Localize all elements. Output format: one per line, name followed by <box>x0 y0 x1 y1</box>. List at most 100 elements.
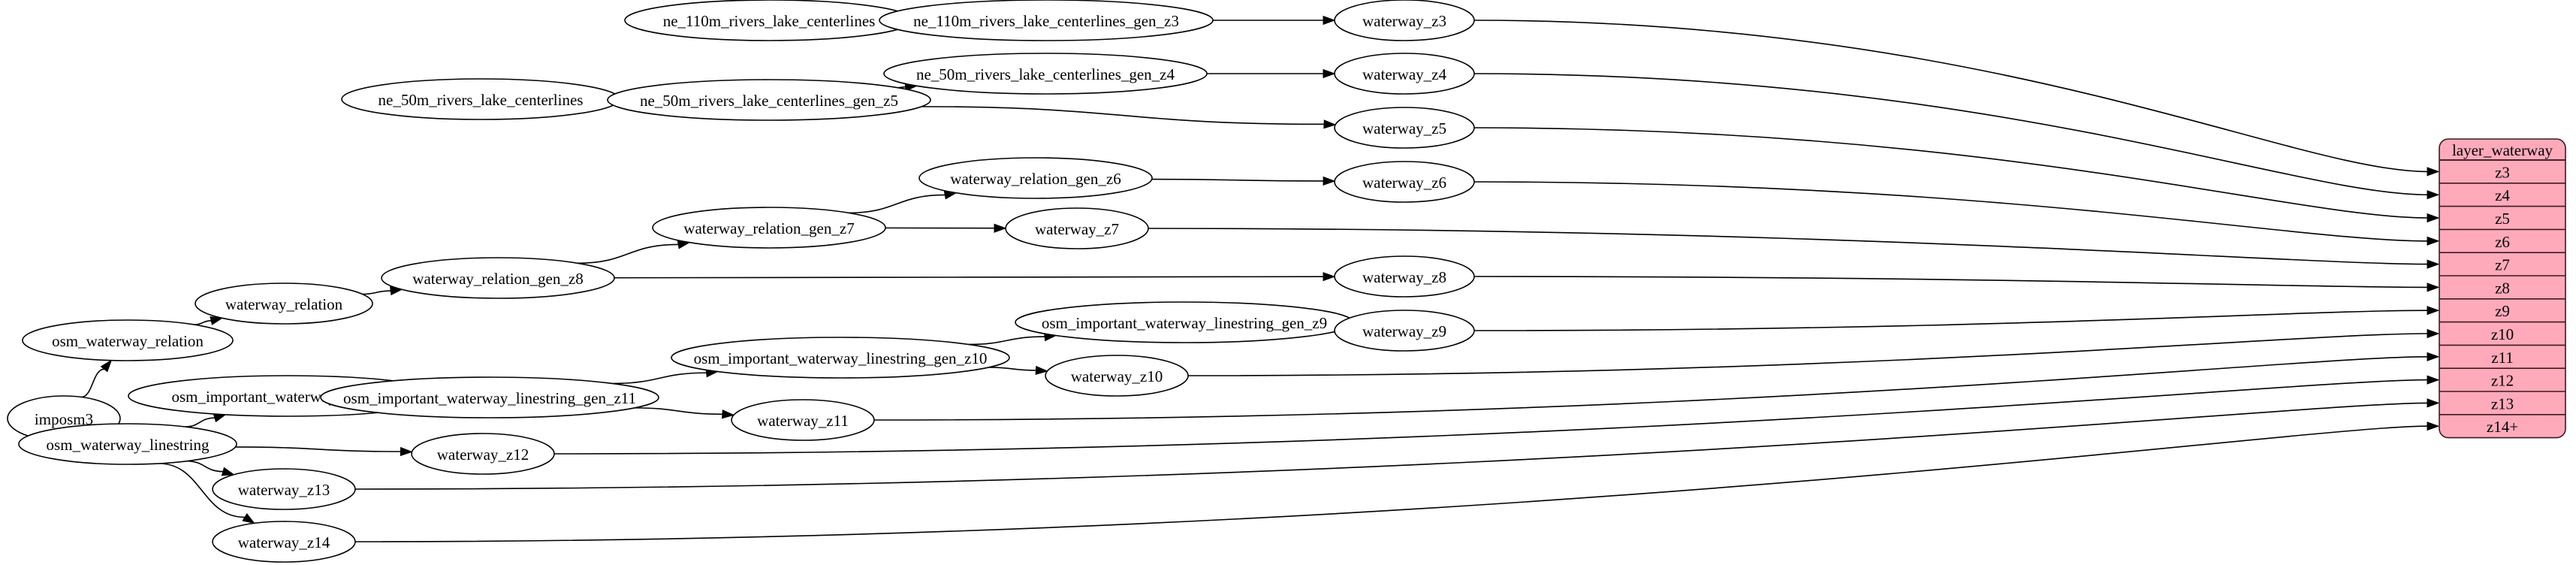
edge-osm_waterway_linestring-to-osm_important_waterway_linestring <box>185 413 227 428</box>
node-shape-waterway_relation_gen_z7[interactable] <box>652 207 886 249</box>
node-waterway_relation_gen_z7[interactable]: waterway_relation_gen_z7 <box>652 207 886 249</box>
edge-ne_50m_rivers_lake_centerlines_gen_z4-to-waterway_z4 <box>1207 68 1336 79</box>
node-label-waterway_relation_gen_z8: waterway_relation_gen_z8 <box>412 270 583 288</box>
layer-waterway-table[interactable]: layer_waterway z3 z4 z5 z6 z7 z8 z9 z10 z11 z12 z13… <box>2439 138 2566 439</box>
edge-waterway_z6-to-layer_waterway-z6 <box>1474 181 2440 246</box>
node-label-waterway_z13: waterway_z13 <box>238 481 330 499</box>
node-label-waterway_z10: waterway_z10 <box>1071 367 1163 385</box>
node-waterway_z13[interactable]: waterway_z13 <box>212 468 356 510</box>
table-row-z13[interactable]: z13 <box>2491 394 2514 412</box>
node-osm_waterway_linestring[interactable]: osm_waterway_linestring <box>18 423 237 465</box>
node-shape-waterway_z6[interactable] <box>1334 161 1475 203</box>
node-shape-waterway_z12[interactable] <box>411 433 555 475</box>
table-row-z4[interactable]: z4 <box>2495 186 2510 204</box>
edge-osm_important_waterway_linestring_gen_z10-to-waterway_z10 <box>988 365 1048 376</box>
node-shape-ne_50m_rivers_lake_centerlines_gen_z5[interactable] <box>607 79 931 121</box>
edge-waterway_z11-to-layer_waterway-z11 <box>873 352 2440 421</box>
table-row-z10[interactable]: z10 <box>2491 325 2514 343</box>
node-osm_important_waterway_linestring_gen_z10[interactable]: osm_important_waterway_linestring_gen_z1… <box>671 337 1010 379</box>
node-shape-waterway_z4[interactable] <box>1334 53 1475 95</box>
node-shape-osm_waterway_relation[interactable] <box>22 319 234 361</box>
table-header-label: layer_waterway <box>2452 141 2553 159</box>
edge-waterway_relation_gen_z7-to-waterway_z7 <box>885 223 1007 233</box>
table-row-z11[interactable]: z11 <box>2491 349 2514 367</box>
node-shape-osm_important_waterway_linestring_gen_z10[interactable] <box>671 337 1010 379</box>
edge-waterway_relation_gen_z8-to-waterway_relation_gen_z7 <box>578 240 691 264</box>
node-label-waterway_z9: waterway_z9 <box>1362 322 1446 340</box>
edge-waterway_z8-to-layer_waterway-z8 <box>1474 276 2440 292</box>
edge-osm_waterway_linestring-to-waterway_z13 <box>186 460 235 476</box>
table-row-z3[interactable]: z3 <box>2495 163 2510 181</box>
edge-osm_important_waterway_linestring_gen_z10-to-osm_important_waterway_linestring_gen_z9 <box>968 332 1057 346</box>
node-waterway_z9[interactable]: waterway_z9 <box>1334 310 1475 352</box>
edge-osm_important_waterway_linestring_gen_z11-to-osm_important_waterway_linestring_gen_z10 <box>612 368 719 385</box>
node-shape-ne_110m_rivers_lake_centerlines_gen_z3[interactable] <box>879 0 1214 41</box>
node-osm_important_waterway_linestring_gen_z11[interactable]: osm_important_waterway_linestring_gen_z1… <box>320 376 659 418</box>
node-ne_50m_rivers_lake_centerlines_gen_z4[interactable]: ne_50m_rivers_lake_centerlines_gen_z4 <box>883 53 1208 95</box>
node-label-waterway_z5: waterway_z5 <box>1362 119 1446 137</box>
node-shape-waterway_relation[interactable] <box>195 282 373 325</box>
node-waterway_z14[interactable]: waterway_z14 <box>212 521 356 563</box>
node-shape-waterway_z8[interactable] <box>1334 255 1475 298</box>
node-waterway_z10[interactable]: waterway_z10 <box>1045 355 1189 397</box>
edge-waterway_relation_gen_z7-to-waterway_relation_gen_z6 <box>848 190 958 214</box>
node-shape-ne_50m_rivers_lake_centerlines_gen_z4[interactable] <box>883 53 1208 95</box>
node-ne_110m_rivers_lake_centerlines_gen_z3[interactable]: ne_110m_rivers_lake_centerlines_gen_z3 <box>879 0 1214 41</box>
node-osm_waterway_relation[interactable]: osm_waterway_relation <box>22 319 234 361</box>
node-shape-waterway_z5[interactable] <box>1334 107 1475 149</box>
node-shape-waterway_relation_gen_z8[interactable] <box>381 257 615 299</box>
edge-osm_waterway_relation-to-waterway_relation <box>194 316 224 325</box>
node-waterway_relation[interactable]: waterway_relation <box>195 282 373 325</box>
edge-waterway_z7-to-layer_waterway-z7 <box>1148 228 2440 269</box>
node-shape-waterway_z3[interactable] <box>1334 0 1475 41</box>
table-row-z7[interactable]: z7 <box>2495 256 2510 274</box>
node-waterway_z7[interactable]: waterway_z7 <box>1005 207 1149 249</box>
node-shape-waterway_z11[interactable] <box>731 399 875 441</box>
node-waterway_z3[interactable]: waterway_z3 <box>1334 0 1475 41</box>
table-row-z14plus[interactable]: z14+ <box>2487 418 2518 436</box>
edge-waterway_z3-to-layer_waterway-z3 <box>1474 20 2440 177</box>
node-shape-osm_important_waterway_linestring_gen_z11[interactable] <box>320 376 659 418</box>
node-shape-waterway_z10[interactable] <box>1045 355 1189 397</box>
node-label-waterway_relation_gen_z7: waterway_relation_gen_z7 <box>683 219 854 237</box>
node-ne_50m_rivers_lake_centerlines_gen_z5[interactable]: ne_50m_rivers_lake_centerlines_gen_z5 <box>607 79 931 121</box>
node-ne_110m_rivers_lake_centerlines[interactable]: ne_110m_rivers_lake_centerlines <box>624 0 914 41</box>
table-row-z5[interactable]: z5 <box>2495 210 2510 228</box>
node-shape-waterway_z13[interactable] <box>212 468 356 510</box>
node-waterway_z11[interactable]: waterway_z11 <box>731 399 875 441</box>
node-shape-waterway_z14[interactable] <box>212 521 356 563</box>
edge-waterway_z5-to-layer_waterway-z5 <box>1474 127 2440 223</box>
node-waterway_z8[interactable]: waterway_z8 <box>1334 255 1475 298</box>
node-label-ne_50m_rivers_lake_centerlines_gen_z4: ne_50m_rivers_lake_centerlines_gen_z4 <box>916 65 1175 83</box>
table-row-z12[interactable]: z12 <box>2491 372 2514 390</box>
edge-waterway_z12-to-layer_waterway-z12 <box>554 375 2440 455</box>
edge-waterway_z10-to-layer_waterway-z10 <box>1187 328 2440 376</box>
node-label-ne_50m_rivers_lake_centerlines: ne_50m_rivers_lake_centerlines <box>379 91 584 109</box>
node-label-waterway_z7: waterway_z7 <box>1035 220 1119 238</box>
node-waterway_relation_gen_z6[interactable]: waterway_relation_gen_z6 <box>918 157 1153 199</box>
node-layer: imposm3osm_waterway_relationosm_waterway… <box>7 0 1475 563</box>
node-shape-osm_waterway_linestring[interactable] <box>18 423 237 465</box>
node-label-waterway_z6: waterway_z6 <box>1362 174 1446 192</box>
node-label-waterway_z4: waterway_z4 <box>1362 65 1446 83</box>
node-waterway_z12[interactable]: waterway_z12 <box>411 433 555 475</box>
node-ne_50m_rivers_lake_centerlines[interactable]: ne_50m_rivers_lake_centerlines <box>341 78 620 120</box>
node-waterway_relation_gen_z8[interactable]: waterway_relation_gen_z8 <box>381 257 615 299</box>
node-shape-waterway_z9[interactable] <box>1334 310 1475 352</box>
node-label-ne_50m_rivers_lake_centerlines_gen_z5: ne_50m_rivers_lake_centerlines_gen_z5 <box>640 92 898 110</box>
node-label-osm_important_waterway_linestring_gen_z10: osm_important_waterway_linestring_gen_z1… <box>694 349 988 367</box>
node-label-osm_important_waterway_linestring_gen_z9: osm_important_waterway_linestring_gen_z9 <box>1042 314 1327 332</box>
edge-ne_50m_rivers_lake_centerlines_gen_z5-to-waterway_z5 <box>922 106 1337 129</box>
node-waterway_z6[interactable]: waterway_z6 <box>1334 161 1475 203</box>
node-shape-waterway_z7[interactable] <box>1005 207 1149 249</box>
table-row-z9[interactable]: z9 <box>2495 302 2510 320</box>
table-row-z6[interactable]: z6 <box>2495 233 2510 251</box>
edge-waterway_relation_gen_z8-to-waterway_z8 <box>614 272 1336 282</box>
node-shape-waterway_relation_gen_z6[interactable] <box>918 157 1153 199</box>
table-row-z8[interactable]: z8 <box>2495 279 2510 297</box>
edge-ne_110m_rivers_lake_centerlines_gen_z3-to-waterway_z3 <box>1213 15 1336 26</box>
node-waterway_z5[interactable]: waterway_z5 <box>1334 107 1475 149</box>
node-waterway_z4[interactable]: waterway_z4 <box>1334 53 1475 95</box>
node-osm_important_waterway_linestring_gen_z9[interactable]: osm_important_waterway_linestring_gen_z9 <box>1015 301 1354 343</box>
